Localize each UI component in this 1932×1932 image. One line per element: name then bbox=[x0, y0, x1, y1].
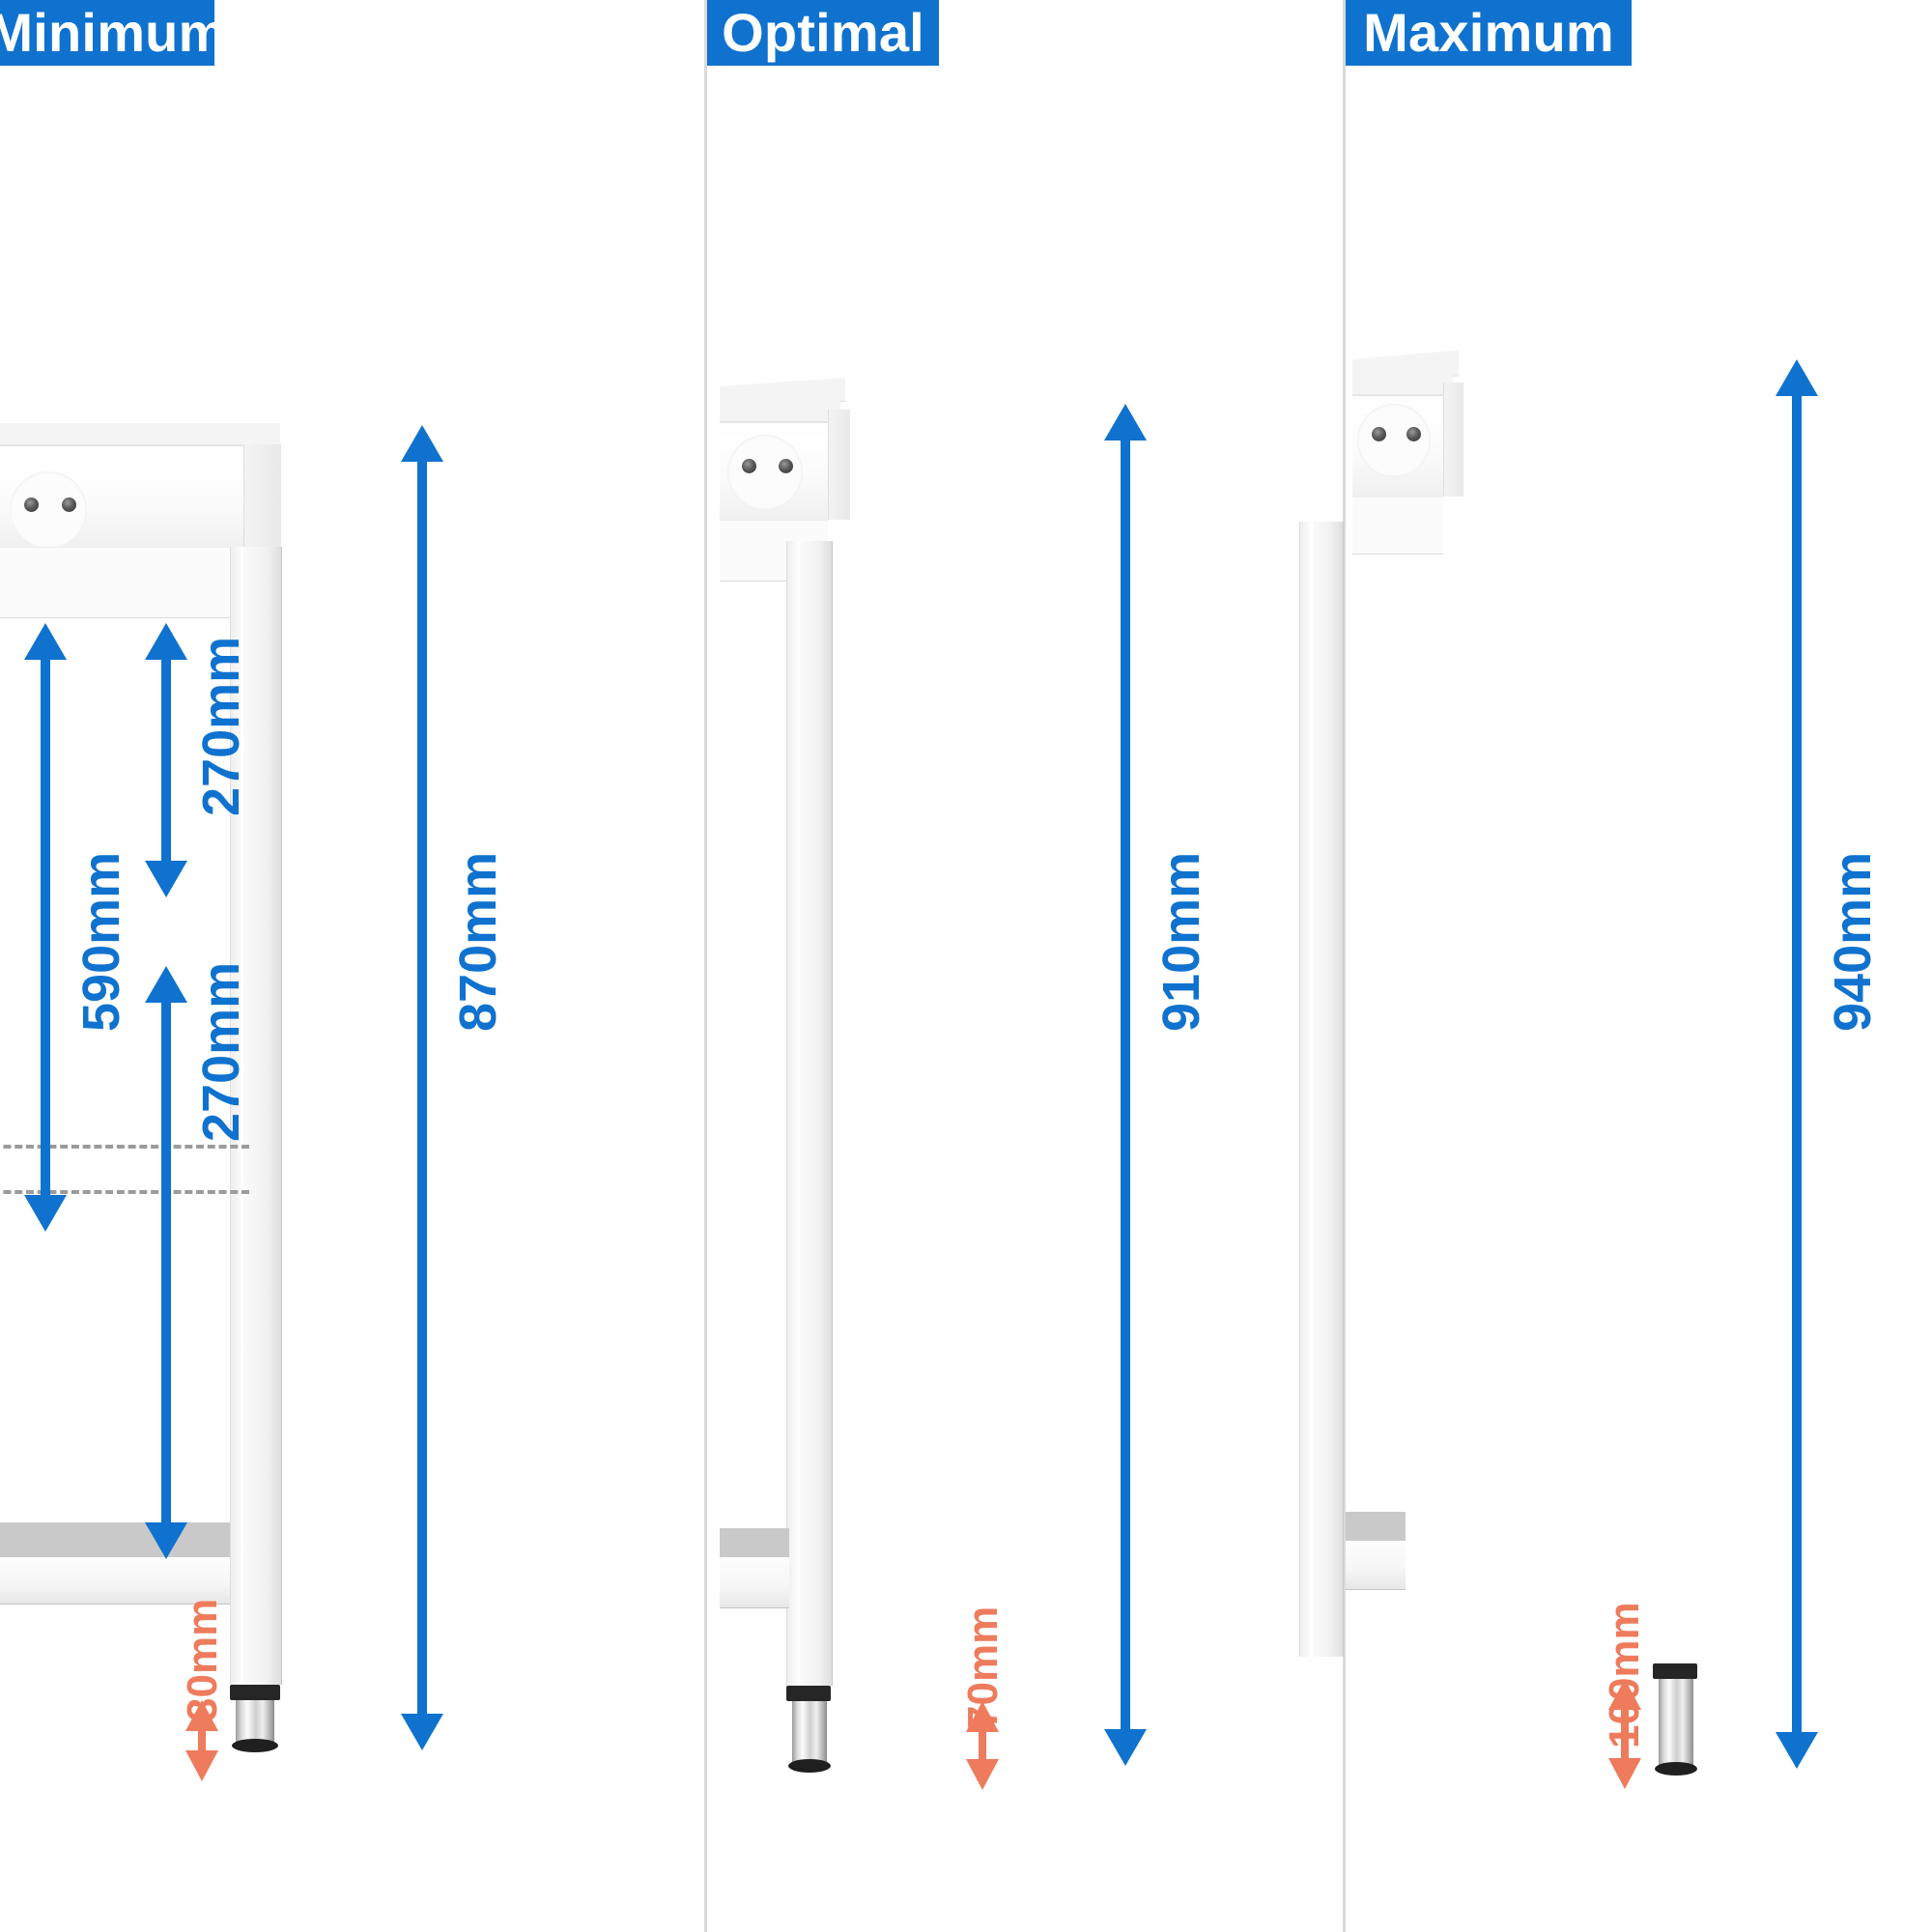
leg-highlight bbox=[1310, 522, 1313, 1657]
lower-shelf-top bbox=[0, 1522, 230, 1557]
lower-shelf-top bbox=[1346, 1512, 1406, 1541]
dimension-shaft bbox=[161, 1001, 171, 1522]
arrow-head-down bbox=[1776, 1732, 1818, 1769]
arrow-head-down bbox=[966, 1759, 999, 1790]
panel-title-optimal: Optimal bbox=[707, 0, 939, 66]
table-top-edge bbox=[720, 400, 840, 422]
adjustable-foot-collar bbox=[230, 1685, 280, 1700]
panel-title-maximum: Maximum bbox=[1346, 0, 1632, 66]
lower-shelf-face bbox=[1346, 1541, 1406, 1590]
dimension-shaft bbox=[979, 1730, 986, 1759]
arrow-head-up bbox=[401, 425, 443, 462]
lower-shelf-face bbox=[720, 1557, 789, 1608]
arrow-head-down bbox=[185, 1750, 218, 1781]
dimension-label-940mm: 940mm bbox=[1824, 851, 1882, 1032]
dimension-label-590mm: 590mm bbox=[72, 851, 130, 1032]
adjustable-foot-icon bbox=[1659, 1679, 1693, 1770]
table-apron-side bbox=[1443, 383, 1463, 497]
table-leg-post bbox=[786, 541, 833, 1686]
adjustable-foot-collar bbox=[1653, 1663, 1697, 1679]
arrow-head-up bbox=[966, 1701, 999, 1732]
adjustable-foot-icon bbox=[792, 1701, 827, 1767]
arrow-head-up bbox=[145, 966, 187, 1003]
reference-line-lower bbox=[0, 1190, 249, 1194]
arrow-head-down bbox=[145, 861, 187, 897]
table-apron-side bbox=[828, 410, 850, 520]
screw-icon bbox=[779, 459, 793, 473]
adjustable-foot-cap bbox=[1655, 1762, 1697, 1776]
table-leg-post bbox=[1299, 522, 1344, 1657]
screw-icon bbox=[1372, 427, 1386, 441]
mounting-bracket-icon bbox=[727, 435, 803, 510]
dimension-label-910mm: 910mm bbox=[1152, 851, 1210, 1032]
table-top-edge bbox=[0, 423, 280, 445]
mounting-bracket-icon bbox=[1357, 404, 1431, 477]
table-upper-rail bbox=[0, 547, 243, 618]
dimension-label-870mm: 870mm bbox=[449, 851, 507, 1032]
dimension-shaft bbox=[1621, 1708, 1629, 1758]
adjustable-foot-cap bbox=[232, 1739, 278, 1752]
lower-shelf-face bbox=[0, 1557, 230, 1605]
screw-icon bbox=[24, 497, 39, 512]
dimension-shaft bbox=[1121, 439, 1130, 1729]
screw-icon bbox=[1406, 427, 1421, 441]
arrow-head-up bbox=[24, 623, 67, 660]
leg-highlight bbox=[797, 541, 800, 1686]
table-top-edge bbox=[1352, 373, 1453, 395]
panel-divider-2 bbox=[1343, 0, 1346, 1932]
adjustable-foot-cap bbox=[788, 1759, 831, 1773]
arrow-head-down bbox=[24, 1195, 67, 1232]
dimension-shaft bbox=[417, 460, 427, 1714]
reference-line-upper bbox=[0, 1145, 249, 1149]
table-top-surface bbox=[0, 444, 263, 469]
dimension-label-70mm: 70mm bbox=[959, 1605, 1007, 1729]
table-leg-post bbox=[230, 547, 282, 1685]
arrow-head-down bbox=[145, 1522, 187, 1559]
dimension-label-30mm: 30mm bbox=[179, 1598, 226, 1721]
leg-highlight bbox=[241, 547, 243, 1685]
arrow-head-up bbox=[145, 623, 187, 660]
dimension-label-100mm: 100mm bbox=[1601, 1602, 1648, 1748]
dimension-shaft bbox=[198, 1729, 206, 1750]
arrow-head-down bbox=[1104, 1729, 1147, 1766]
mounting-bracket-icon bbox=[10, 471, 87, 549]
arrow-head-up bbox=[185, 1700, 218, 1731]
arrow-head-down bbox=[401, 1714, 443, 1750]
table-apron-side bbox=[243, 444, 281, 547]
arrow-head-up bbox=[1608, 1679, 1641, 1710]
screw-icon bbox=[742, 459, 756, 473]
dimension-shaft bbox=[41, 658, 50, 1195]
arrow-head-up bbox=[1776, 359, 1818, 396]
panel-title-minimum: Minimum bbox=[0, 0, 226, 66]
screw-icon bbox=[62, 497, 76, 512]
panel-divider-1 bbox=[704, 0, 707, 1932]
lower-shelf-top bbox=[720, 1528, 789, 1557]
dimension-shaft bbox=[161, 658, 171, 861]
dimension-label-270mm: 270mm bbox=[192, 961, 250, 1142]
adjustable-foot-collar bbox=[786, 1686, 831, 1701]
arrow-head-up bbox=[1104, 404, 1147, 440]
arrow-head-down bbox=[1608, 1758, 1641, 1789]
dimension-shaft bbox=[1792, 394, 1802, 1732]
dimension-label-270mm: 270mm bbox=[192, 636, 250, 816]
table-upper-rail bbox=[1352, 497, 1443, 554]
